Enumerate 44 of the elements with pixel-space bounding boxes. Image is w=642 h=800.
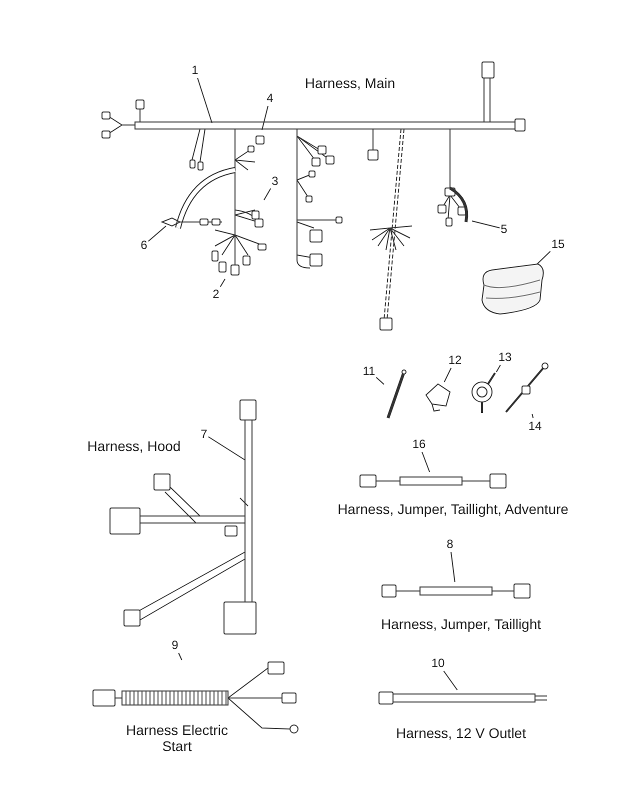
clip-drawing xyxy=(423,382,451,412)
leader-line xyxy=(197,78,212,124)
callout-number: 16 xyxy=(412,437,426,451)
part-name: Harness, 12 V Outlet xyxy=(396,725,526,741)
leader-line xyxy=(262,106,268,130)
callout-number: 3 xyxy=(272,174,278,188)
part-name: Harness, Hood xyxy=(87,438,181,454)
callout-number: 2 xyxy=(212,287,220,301)
callout-number: 11 xyxy=(362,364,376,378)
callout-number: 12 xyxy=(448,353,462,367)
leader-line xyxy=(264,188,272,200)
jumper-harness-drawing xyxy=(358,472,508,490)
callout-number: 14 xyxy=(528,419,542,433)
callout-number: 7 xyxy=(200,427,208,441)
callout-number: 10 xyxy=(431,656,445,670)
callout-number: 5 xyxy=(500,222,508,236)
cable-tie-drawing xyxy=(384,370,408,420)
leader-line xyxy=(496,364,501,372)
part-name: Harness Electric Start xyxy=(125,722,229,754)
callout-number: 1 xyxy=(192,63,198,77)
part-name: Harness, Jumper, Taillight, Adventure xyxy=(338,501,568,517)
outlet-harness-drawing xyxy=(377,690,549,706)
part-name: Harness, Main xyxy=(304,75,396,91)
cable-tie-drawing xyxy=(503,362,549,414)
leader-line xyxy=(443,670,458,690)
clamp-drawing xyxy=(471,372,497,415)
leader-line xyxy=(472,220,500,228)
callout-number: 13 xyxy=(498,350,512,364)
callout-number: 6 xyxy=(140,238,148,252)
callout-number: 9 xyxy=(172,638,178,652)
jumper-harness-drawing xyxy=(380,582,532,600)
part-name: Harness, Jumper, Taillight xyxy=(380,616,542,632)
leader-line xyxy=(376,376,384,385)
leader-line xyxy=(422,452,430,472)
leader-line xyxy=(208,436,246,460)
leader-line xyxy=(178,652,182,660)
leader-line xyxy=(148,226,166,242)
callout-number: 15 xyxy=(551,237,565,251)
leader-line xyxy=(444,368,452,382)
leader-line xyxy=(450,552,456,582)
callout-number: 4 xyxy=(266,91,274,105)
leader-line xyxy=(220,278,226,288)
callout-number: 8 xyxy=(446,537,454,551)
leader-line xyxy=(532,414,534,418)
